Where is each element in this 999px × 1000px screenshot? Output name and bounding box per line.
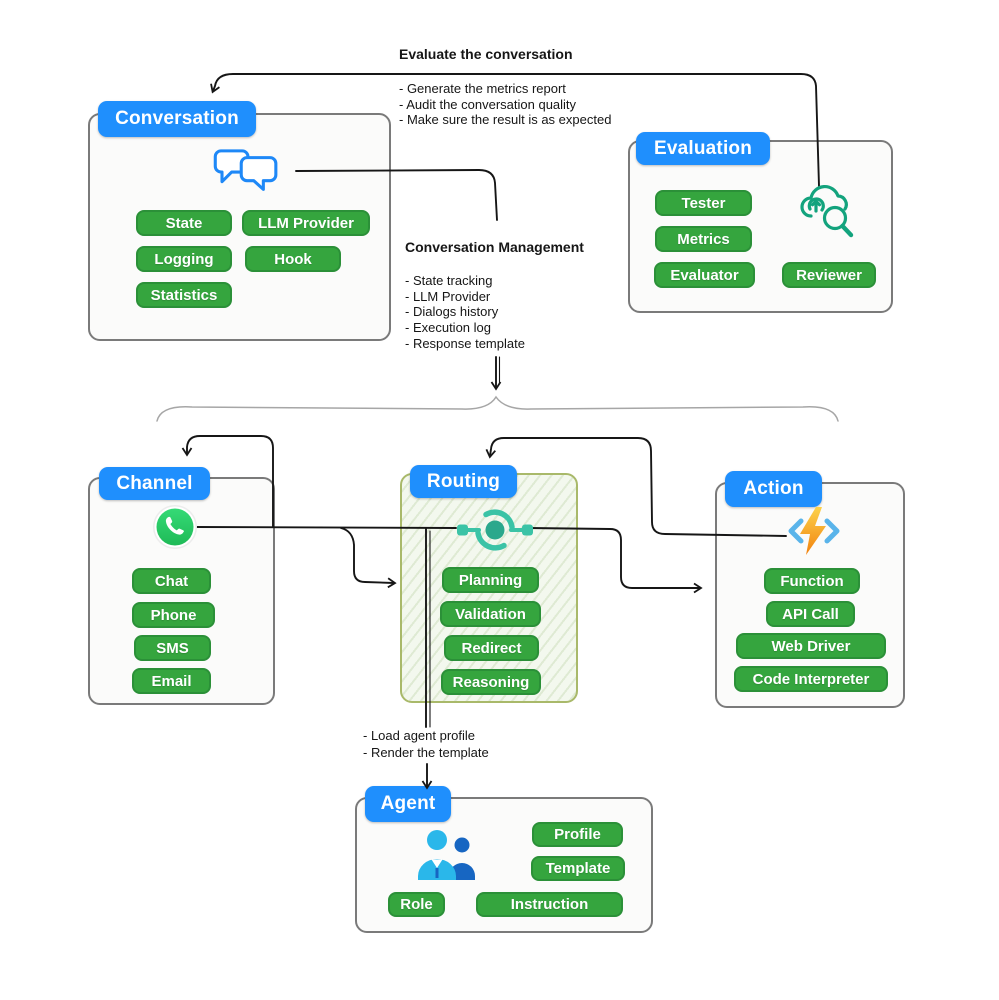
pill-statistics: Statistics xyxy=(136,282,232,308)
action-header: Action xyxy=(725,471,822,507)
pill-code-interpreter: Code Interpreter xyxy=(734,666,888,692)
pill-metrics: Metrics xyxy=(655,226,752,252)
team-icon xyxy=(418,830,475,880)
pill-llm-provider: LLM Provider xyxy=(242,210,370,236)
agent-box: Agent Profile Template Role Instruction xyxy=(355,786,653,933)
pill-evaluator: Evaluator xyxy=(654,262,755,288)
cloud-search-icon xyxy=(800,185,854,238)
pill-role: Role xyxy=(388,892,445,917)
evaluation-header: Evaluation xyxy=(636,132,770,165)
evaluate-bullets: - Generate the metrics report - Audit th… xyxy=(399,81,612,128)
pill-instruction: Instruction xyxy=(476,892,623,917)
pill-reasoning: Reasoning xyxy=(441,669,541,695)
pill-planning: Planning xyxy=(442,567,539,593)
agent-header: Agent xyxy=(365,786,451,822)
pill-profile: Profile xyxy=(532,822,623,847)
evaluate-title: Evaluate the conversation xyxy=(399,46,573,62)
pill-state: State xyxy=(136,210,232,236)
lightning-code-icon xyxy=(788,507,840,555)
pill-sms: SMS xyxy=(134,635,211,661)
brace xyxy=(156,395,839,422)
pill-template: Template xyxy=(531,856,625,881)
pill-chat: Chat xyxy=(132,568,211,594)
agent-annotation: - Load agent profile - Render the templa… xyxy=(363,727,489,761)
pill-tester: Tester xyxy=(655,190,752,216)
routing-box: Routing Planning Validation Redirect Rea… xyxy=(400,465,578,703)
pill-logging: Logging xyxy=(136,246,232,272)
pill-phone: Phone xyxy=(132,602,215,628)
agent-note-bullets: - Load agent profile - Render the templa… xyxy=(363,728,489,760)
pill-api-call: API Call xyxy=(766,601,855,627)
management-annotation: Conversation Management - State tracking… xyxy=(405,239,584,352)
channel-box: Channel Chat Phone SMS Email xyxy=(88,467,275,705)
management-title: Conversation Management xyxy=(405,239,584,255)
evaluate-annotation: Evaluate the conversation - Generate the… xyxy=(399,46,611,128)
action-box: Action Function API Call Web Driver Code… xyxy=(715,471,905,708)
pill-email: Email xyxy=(132,668,211,694)
pill-function: Function xyxy=(764,568,860,594)
channel-header: Channel xyxy=(99,467,210,500)
routing-header: Routing xyxy=(410,465,517,498)
pill-web-driver: Web Driver xyxy=(736,633,886,659)
pill-redirect: Redirect xyxy=(444,635,539,661)
conversation-header: Conversation xyxy=(98,101,256,137)
connector-channel-to-routing-side xyxy=(340,527,397,589)
evaluation-box: Evaluation Tester Metrics Evaluator Revi… xyxy=(628,132,893,313)
pill-hook: Hook xyxy=(245,246,341,272)
routing-hub-icon xyxy=(457,509,533,551)
conversation-box: Conversation State LLM Provider Logging … xyxy=(88,101,391,341)
pill-reviewer: Reviewer xyxy=(782,262,876,288)
pill-validation: Validation xyxy=(440,601,541,627)
whatsapp-icon xyxy=(153,505,197,549)
management-bullets: - State tracking - LLM Provider - Dialog… xyxy=(405,273,525,351)
chat-bubbles-icon xyxy=(213,149,278,191)
